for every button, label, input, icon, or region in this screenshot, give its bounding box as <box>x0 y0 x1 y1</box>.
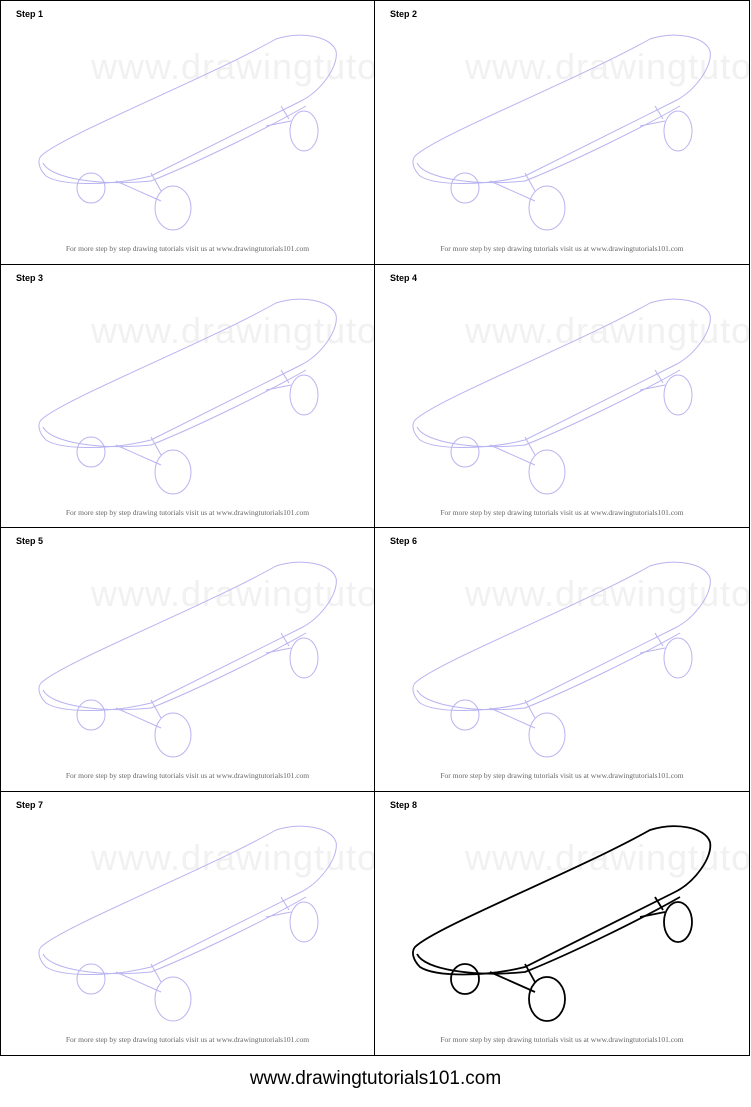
skateboard-drawing <box>38 561 337 758</box>
step-panel: www.drawingtutorials101.com Step 1 For m… <box>1 1 375 265</box>
step-panel: www.drawingtutorials101.com Step 4 For m… <box>375 265 749 528</box>
skateboard-drawing <box>38 298 337 494</box>
skateboard-drawing <box>412 298 711 494</box>
step-label: Step 6 <box>390 536 418 546</box>
watermark: www.drawingtutorials101.com <box>465 309 749 351</box>
step-panel: www.drawingtutorials101.com Step 6 For m… <box>375 528 749 792</box>
tutorial-note: For more step by step drawing tutorials … <box>65 771 310 780</box>
watermark: www.drawingtutorials101.com <box>91 836 374 878</box>
step-panel: www.drawingtutorials101.com Step 3 For m… <box>1 264 375 528</box>
tutorial-note: For more step by step drawing tutorials … <box>65 507 310 517</box>
step-label: Step 5 <box>16 536 44 546</box>
tutorial-note: For more step by step drawing tutorials … <box>440 507 684 517</box>
footer-site-url: www.drawingtutorials101.com <box>249 1068 502 1089</box>
skateboard-drawing <box>38 825 337 1021</box>
step-label: Step 2 <box>390 9 418 19</box>
tutorial-note: For more step by step drawing tutorials … <box>440 771 684 780</box>
step-label: Step 1 <box>16 9 44 19</box>
step-label: Step 3 <box>16 272 44 283</box>
tutorial-note: For more step by step drawing tutorials … <box>65 244 310 253</box>
skateboard-drawing <box>412 824 712 1022</box>
steps-grid: www.drawingtutorials101.com Step 1 For m… <box>0 0 750 1056</box>
watermark: www.drawingtutorials101.com <box>465 836 749 878</box>
step-panel: www.drawingtutorials101.com Step 5 For m… <box>1 528 375 792</box>
watermark: www.drawingtutorials101.com <box>465 46 749 87</box>
tutorial-note: For more step by step drawing tutorials … <box>440 244 684 253</box>
step-panel: www.drawingtutorials101.com Step 8 For m… <box>375 792 749 1056</box>
tutorial-note: For more step by step drawing tutorials … <box>65 1034 310 1044</box>
step-label: Step 7 <box>16 799 44 810</box>
tutorial-note: For more step by step drawing tutorials … <box>440 1034 684 1044</box>
watermark: www.drawingtutorials101.com <box>91 46 374 87</box>
step-label: Step 8 <box>390 799 418 810</box>
watermark: www.drawingtutorials101.com <box>465 573 749 614</box>
step-panel: www.drawingtutorials101.com Step 7 For m… <box>1 791 375 1055</box>
skateboard-drawing <box>38 34 337 231</box>
skateboard-drawing <box>412 561 711 758</box>
step-panel: www.drawingtutorials101.com Step 2 For m… <box>375 1 749 265</box>
watermark: www.drawingtutorials101.com <box>91 573 374 614</box>
skateboard-drawing <box>412 34 711 231</box>
watermark: www.drawingtutorials101.com <box>91 309 374 351</box>
step-label: Step 4 <box>390 272 418 283</box>
